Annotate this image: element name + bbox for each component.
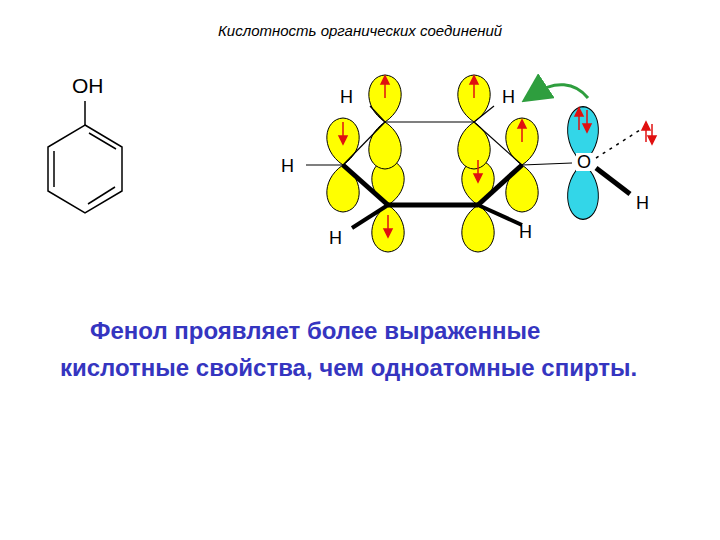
orbital-diagram: [306, 75, 656, 252]
atom-label: H: [340, 87, 353, 107]
atom-label: H: [329, 228, 342, 248]
slide-title: Кислотность органических соединений: [218, 22, 502, 39]
atom-label: H: [281, 156, 294, 176]
atom-label: H: [519, 222, 532, 242]
atom-label: O: [576, 153, 592, 171]
atom-label: H: [636, 193, 649, 213]
formula-label: OH: [72, 76, 104, 96]
atom-label: H: [502, 87, 515, 107]
phenol-formula: [48, 101, 122, 213]
statement-text: Фенол проявляет более выраженные кислотн…: [60, 312, 650, 386]
